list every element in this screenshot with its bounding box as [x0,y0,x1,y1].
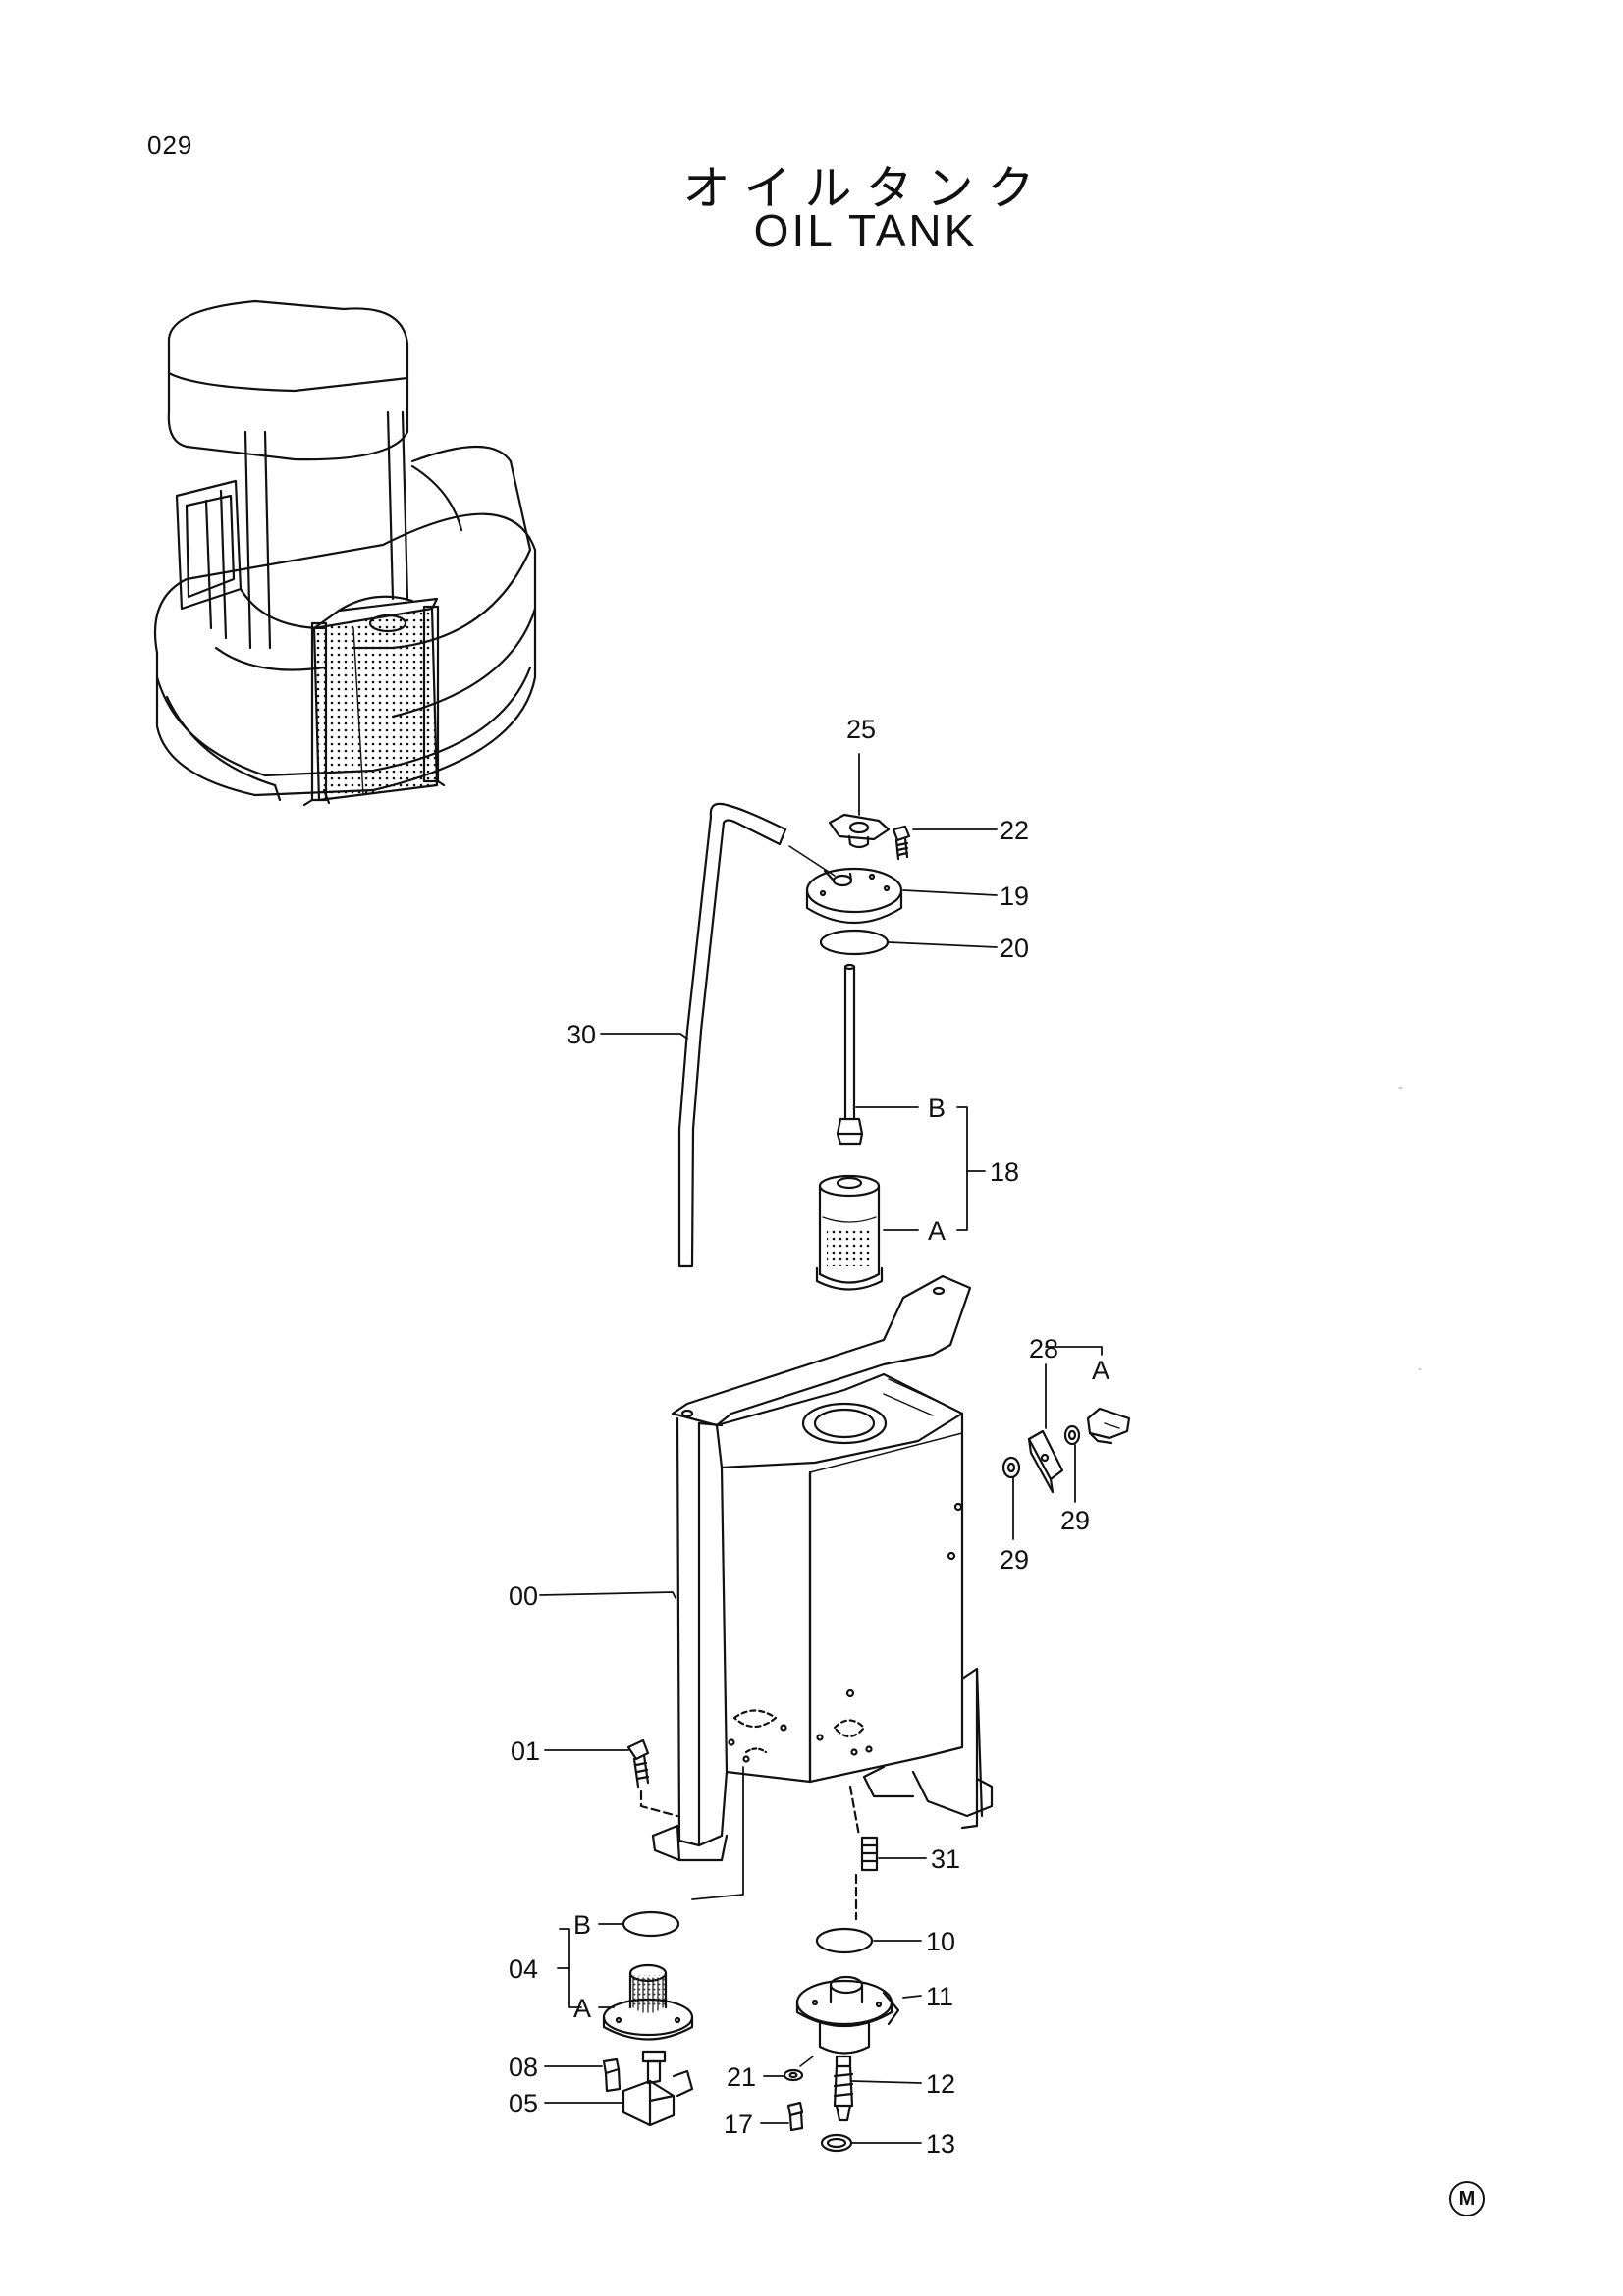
callout-25: 25 [846,715,876,744]
part-10-o-ring [815,1927,874,1954]
part-12-fitting [833,2055,854,2122]
callout-B-strainer: B [928,1094,946,1123]
callout-30: 30 [567,1020,596,1049]
title-english: OIL TANK [753,205,978,256]
title-japanese: オイルタンク [682,161,1049,216]
machine-overview [153,299,537,807]
part-01-bolt [626,1738,679,1818]
part-11-flange [795,1975,900,2067]
callout-20: 20 [1000,934,1029,963]
callout-22: 22 [1000,816,1029,845]
part-31-plug [848,1785,879,1921]
callout-A-bolt: A [1092,1356,1109,1385]
part-20-gasket [819,929,890,956]
callout-18: 18 [990,1157,1019,1187]
part-A-bolt [1086,1407,1131,1445]
callout-A-filter: A [573,1994,591,2023]
callouts: 25 22 19 20 30 B 18 A 28 A 29 29 00 01 3… [509,715,1109,2159]
part-04-filter-element [602,1766,744,2041]
callout-12: 12 [926,2069,955,2099]
callout-04: 04 [509,1954,538,1984]
leader-lines [539,753,1103,2144]
callout-28: 28 [1029,1334,1058,1363]
callout-29-left: 29 [1000,1545,1029,1575]
scan-mark [1398,1087,1422,1370]
part-18-strainer-rod [836,963,864,1146]
page-number: 029 [147,131,193,160]
part-04-filter-o-ring [622,1910,680,1938]
callout-01: 01 [511,1736,540,1766]
part-25-cap [828,813,891,849]
part-22-bolt [892,825,911,861]
callout-13: 13 [926,2129,955,2159]
part-05-elbow [622,2050,694,2127]
callout-17: 17 [724,2109,753,2139]
callout-08: 08 [509,2053,538,2082]
part-19-cover [805,867,903,924]
callout-19: 19 [1000,881,1029,911]
trademark-badge: M [1449,2181,1485,2216]
callout-21: 21 [727,2062,756,2092]
part-18-strainer-element [815,1174,884,1291]
callout-05: 05 [509,2089,538,2118]
callout-31: 31 [931,1844,960,1874]
part-08-bolt [602,2057,622,2093]
callout-A-strainer: A [928,1216,946,1246]
callout-11: 11 [926,1982,953,2011]
callout-00: 00 [509,1581,538,1611]
callout-10: 10 [926,1927,955,1956]
part-30-breather-hose [677,802,836,1268]
part-21-washer [783,2068,804,2082]
callout-29-right: 29 [1060,1506,1090,1535]
part-13-snap-ring [820,2133,853,2153]
part-00-oil-tank [651,1274,994,1862]
part-28-clamp [1027,1429,1064,1494]
part-17-bolt [786,2101,804,2132]
part-29-washer [1001,1424,1081,1479]
callout-B-filter: B [573,1910,591,1940]
